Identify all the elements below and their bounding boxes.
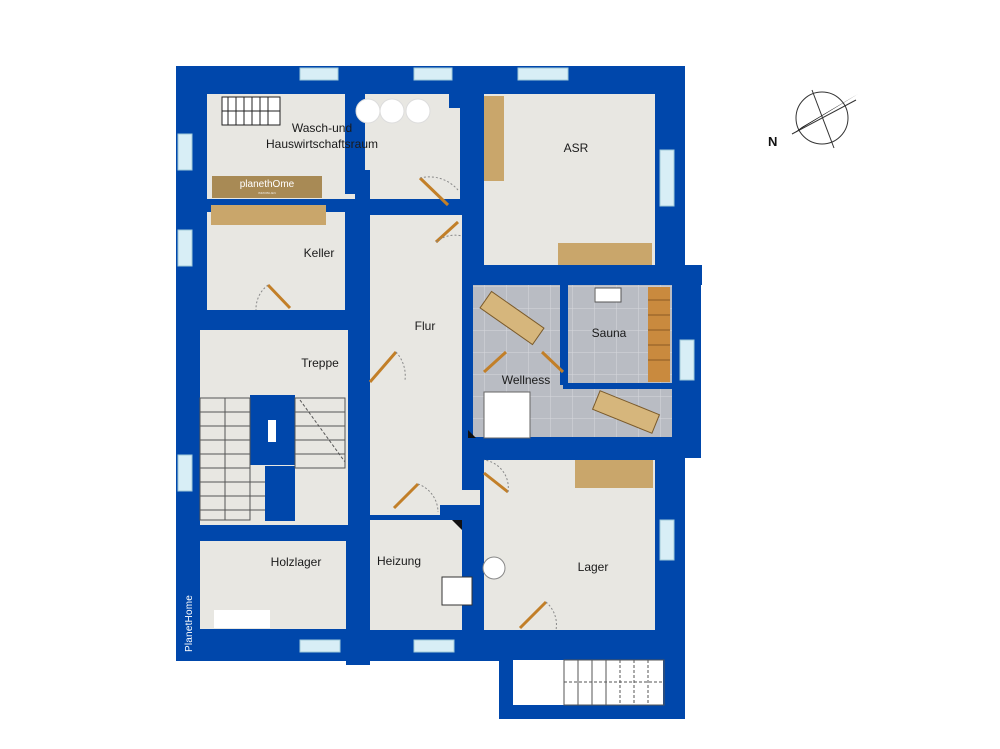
fixtures: [211, 96, 670, 628]
room-label-asr: ASR: [563, 141, 589, 155]
lounger: [591, 390, 661, 434]
window: [679, 339, 695, 381]
windows: [177, 67, 695, 653]
brand-logo-text: planethOme: [239, 179, 295, 190]
washer: [379, 98, 405, 124]
shelf: [211, 205, 326, 225]
room-label-holzlager: Holzlager: [270, 555, 322, 569]
vertical-brand: PlanetHome: [184, 594, 195, 652]
boiler: [441, 576, 473, 606]
shelf: [484, 96, 504, 181]
room-label-sauna: Sauna: [591, 326, 627, 340]
meter: [452, 520, 462, 530]
compass-rose: [791, 89, 858, 149]
window: [413, 67, 453, 81]
logo-plaque-bg: [212, 176, 322, 198]
meter: [468, 430, 476, 438]
room-label-heizung: Heizung: [376, 554, 422, 568]
window: [659, 149, 675, 207]
window: [413, 639, 455, 653]
interior-walls: [176, 94, 702, 665]
window: [177, 229, 193, 267]
window: [299, 639, 341, 653]
shelf: [558, 243, 652, 265]
doors: [266, 176, 565, 630]
dryer: [405, 98, 431, 124]
shelf: [575, 460, 653, 488]
lounger: [479, 290, 545, 346]
window: [659, 519, 675, 561]
wasch-label: Wasch-und Hauswirtschaftsraum: [265, 121, 379, 151]
sauna-oven: [594, 287, 622, 303]
window: [177, 454, 193, 492]
window: [517, 67, 569, 81]
floor-heizung: [370, 520, 462, 630]
floor-lager: [484, 460, 655, 630]
sauna-bench: [648, 287, 670, 382]
window: [299, 67, 339, 81]
room-label-keller: Keller: [303, 246, 335, 260]
stair-light: [268, 420, 276, 442]
window: [177, 133, 193, 171]
room-label-treppe: Treppe: [301, 356, 339, 370]
room-label-wellness: Wellness: [501, 373, 551, 387]
drain: [482, 556, 506, 580]
compass-north-label: N: [768, 134, 778, 149]
staircase: [199, 397, 665, 706]
room-label-wasch: Wasch-und Hauswirtschaftsraum: [266, 120, 378, 152]
floor-hatch: [214, 610, 270, 628]
brand-logo: planethOme IMMOBILIEN: [212, 178, 322, 198]
brand-logo-sub: IMMOBILIEN: [258, 191, 276, 195]
floor-asr: [484, 94, 655, 266]
door-swings: [255, 176, 557, 631]
room-label-flur: Flur: [414, 319, 436, 333]
shower-tray: [483, 391, 531, 439]
room-label-lager: Lager: [577, 560, 609, 574]
